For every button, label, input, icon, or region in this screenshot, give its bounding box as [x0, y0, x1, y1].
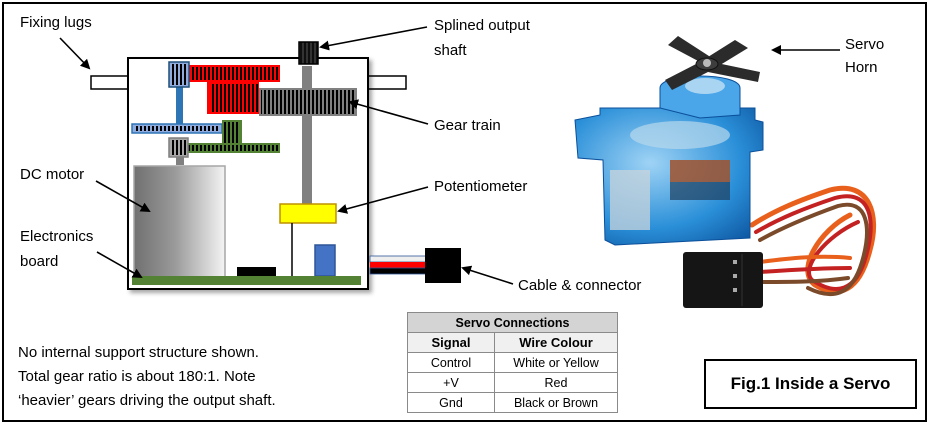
label-fixing-lugs: Fixing lugs [20, 14, 92, 31]
label-electronics-1: Electronics [20, 228, 94, 245]
table-cell-colour: Red [494, 372, 618, 393]
fixing-lug-left [90, 75, 130, 90]
table-cell-colour: White or Yellow [494, 352, 618, 373]
cable-wire-black [369, 267, 428, 275]
arrow-output-shaft [319, 26, 428, 51]
table-row: Control White or Yellow [407, 352, 618, 373]
label-potentiometer: Potentiometer [434, 178, 528, 195]
note-line: ‘heavier’ gears driving the output shaft… [18, 392, 276, 409]
arrow-cable [461, 265, 514, 285]
notes: No internal support structure shown. Tot… [18, 341, 276, 413]
arrow-potentiometer [337, 186, 429, 214]
chip-black [237, 267, 276, 276]
servo-connections-table: Servo Connections Signal Wire Colour Con… [407, 312, 618, 413]
note-line: Total gear ratio is about 180:1. Note [18, 368, 256, 385]
potentiometer [279, 203, 337, 224]
table-cell-signal: Control [407, 352, 495, 373]
arrow-gear-train [348, 99, 429, 125]
cable-wire-red [370, 262, 427, 268]
chip-blue [314, 244, 336, 277]
arrow-fixing-lugs [59, 37, 91, 70]
label-dc-motor: DC motor [20, 166, 85, 183]
cable-wire-white [369, 255, 428, 263]
fixing-lug-right [367, 75, 407, 90]
servo-photo-connector [683, 252, 763, 308]
table-header-wire-colour: Wire Colour [494, 332, 618, 353]
table-header-signal: Signal [407, 332, 495, 353]
table-cell-signal: Gnd [407, 392, 495, 413]
output-shaft [302, 66, 312, 206]
connector [425, 248, 461, 283]
label-servo-horn-2: Horn [845, 59, 878, 76]
servo-photo [574, 36, 877, 308]
label-output-shaft-2: shaft [434, 42, 467, 59]
arrow-electronics [96, 251, 143, 278]
table-cell-signal: +V [407, 372, 495, 393]
arrow-dc-motor [95, 180, 151, 212]
label-cable-connector: Cable & connector [518, 277, 642, 294]
table-title: Servo Connections [407, 312, 618, 333]
figure-caption: Fig.1 Inside a Servo [704, 359, 917, 409]
figure-frame [2, 2, 927, 422]
table-row: Gnd Black or Brown [407, 392, 618, 413]
label-servo-horn-1: Servo [845, 36, 885, 53]
note-line: No internal support structure shown. [18, 344, 259, 361]
table-cell-colour: Black or Brown [494, 392, 618, 413]
label-gear-train: Gear train [434, 117, 501, 134]
dc-motor [133, 165, 226, 279]
blue-shaft [176, 85, 183, 125]
figure-caption-text: Fig.1 Inside a Servo [730, 374, 891, 393]
label-output-shaft-1: Splined output [434, 17, 530, 34]
electronics-board [132, 276, 361, 285]
label-electronics-2: board [20, 253, 59, 270]
table-row: +V Red [407, 372, 618, 393]
